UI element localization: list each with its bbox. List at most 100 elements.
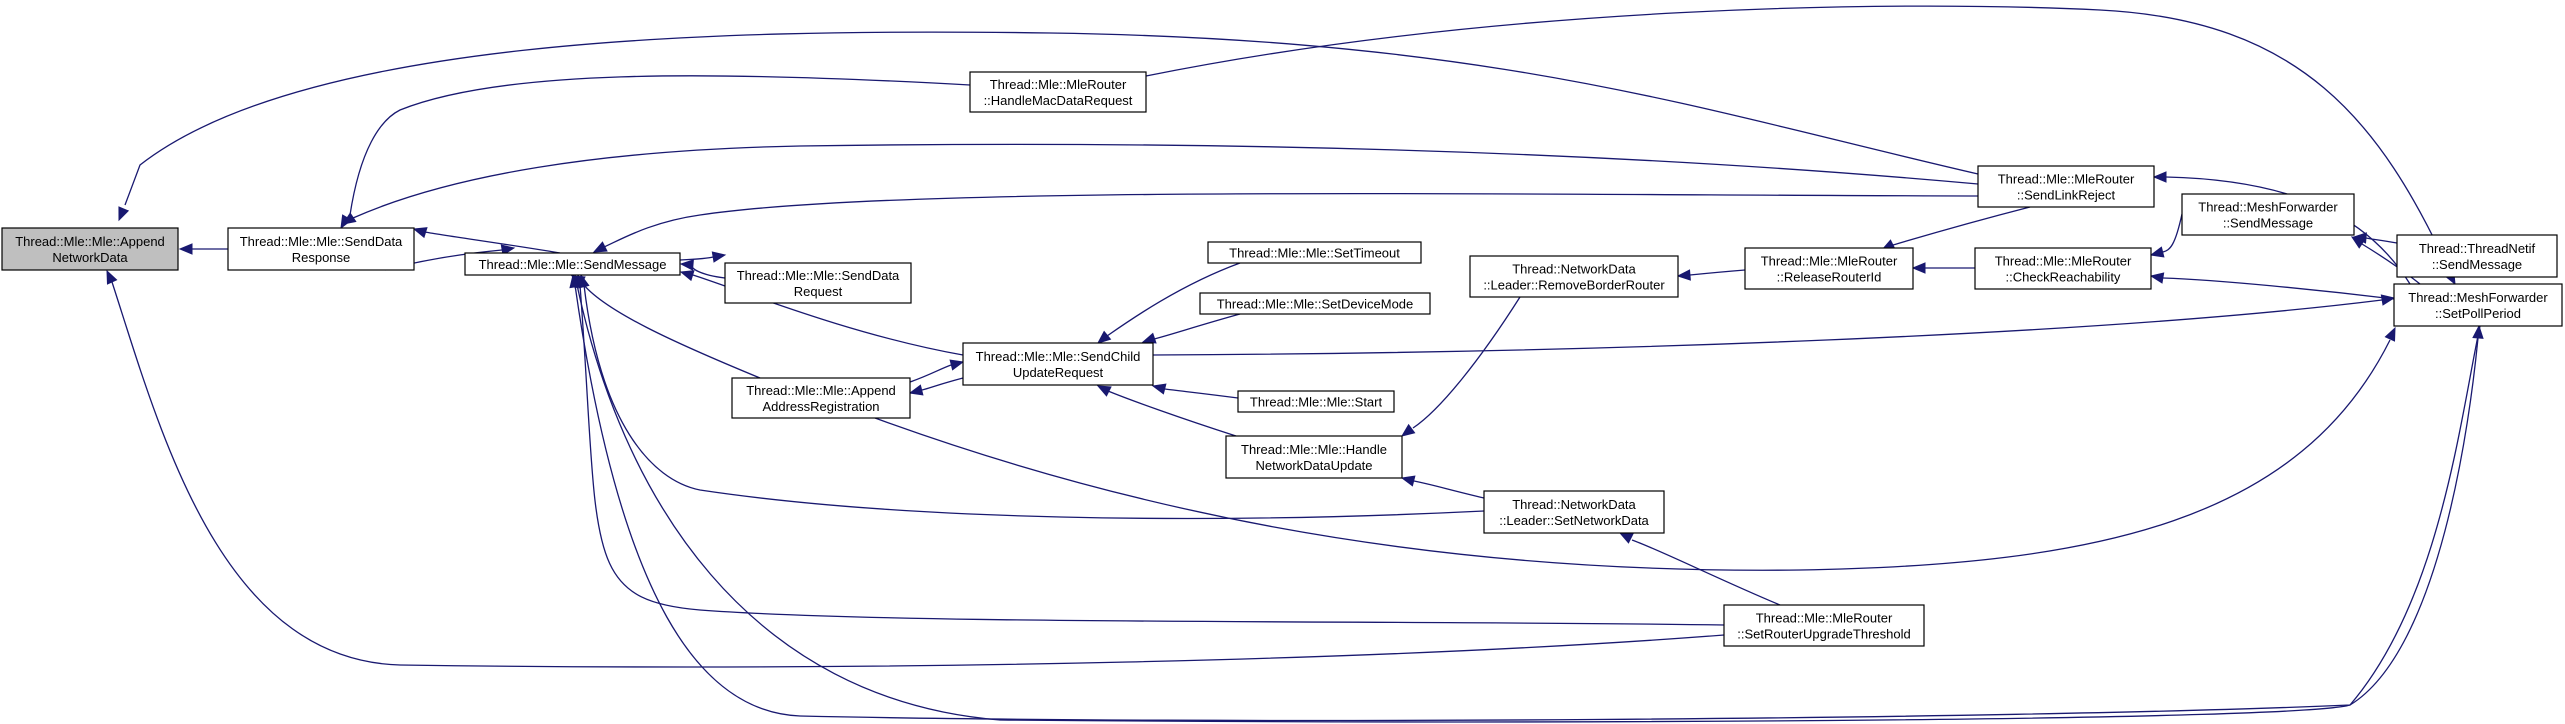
node-label-line: Thread::NetworkData bbox=[1512, 497, 1636, 512]
node-box bbox=[1974, 247, 2152, 290]
node-box bbox=[464, 252, 681, 276]
edge-arrowhead bbox=[2149, 246, 2165, 258]
node-box bbox=[1, 227, 179, 271]
edge-line bbox=[603, 192, 1979, 248]
node-label-line: ::SendLinkReject bbox=[2017, 188, 2116, 203]
node-label-line: Thread::Mle::Mle::Start bbox=[1250, 395, 1383, 410]
node-label-line: Thread::Mle::MleRouter bbox=[1761, 254, 1898, 269]
node-box bbox=[1483, 490, 1665, 534]
node-set-router-upgrade-threshold[interactable]: Thread::Mle::MleRouter::SetRouterUpgrade… bbox=[1723, 604, 1925, 647]
node-box bbox=[2393, 283, 2563, 327]
edge-set-router-upgrade-threshold-to-append-network-data bbox=[106, 269, 1725, 668]
edge-line bbox=[124, 31, 1979, 206]
node-label-line: Request bbox=[794, 284, 843, 299]
node-label-line: ::SetRouterUpgradeThreshold bbox=[1737, 627, 1910, 642]
edge-mf-set-poll-period-to-mf-send-message bbox=[2350, 236, 2421, 285]
node-label-line: Response bbox=[292, 250, 351, 265]
node-label-line: Thread::Mle::Mle::Append bbox=[746, 383, 896, 398]
node-label-line: ::ReleaseRouterId bbox=[1777, 270, 1882, 285]
node-label-line: Thread::ThreadNetif bbox=[2419, 241, 2536, 256]
node-box bbox=[1977, 165, 2155, 208]
node-label-line: NetworkDataUpdate bbox=[1255, 458, 1372, 473]
node-label-line: Thread::Mle::MleRouter bbox=[1995, 254, 2132, 269]
node-label-line: NetworkData bbox=[52, 250, 128, 265]
node-box bbox=[1469, 255, 1679, 298]
edge-send-message-to-send-data-request bbox=[679, 251, 727, 263]
edge-line bbox=[1107, 390, 1237, 437]
edge-handle-mac-data-request-to-send-data-response bbox=[340, 75, 971, 230]
edge-line bbox=[1145, 5, 2451, 273]
edge-send-child-update-request-to-mf-set-poll-period bbox=[1152, 294, 2396, 356]
edge-append-address-registration-to-mf-set-poll-period bbox=[874, 326, 2396, 571]
edge-arrowhead bbox=[106, 269, 118, 285]
edge-send-child-update-request-to-send-message bbox=[679, 270, 964, 356]
edge-line bbox=[909, 364, 952, 383]
edge-arrowhead bbox=[679, 270, 695, 282]
edge-line bbox=[1153, 313, 1241, 340]
node-send-link-reject[interactable]: Thread::Mle::MleRouter::SendLinkReject bbox=[1977, 165, 2155, 208]
node-append-address-registration[interactable]: Thread::Mle::Mle::AppendAddressRegistrat… bbox=[731, 377, 911, 419]
node-label-line: Thread::Mle::MleRouter bbox=[1756, 611, 1893, 626]
edge-send-data-response-to-append-network-data bbox=[178, 243, 228, 255]
node-mf-set-poll-period[interactable]: Thread::MeshForwarder::SetPollPeriod bbox=[2393, 283, 2563, 327]
node-label-line: Thread::Mle::Mle::SendData bbox=[240, 234, 403, 249]
node-set-network-data[interactable]: Thread::NetworkData::Leader::SetNetworkD… bbox=[1483, 490, 1665, 534]
edge-arrowhead bbox=[341, 212, 357, 225]
edge-arrowhead bbox=[2152, 171, 2167, 183]
edge-line bbox=[2162, 213, 2183, 253]
node-label-line: ::SendMessage bbox=[2432, 257, 2522, 272]
edge-line bbox=[352, 143, 1979, 219]
edge-line bbox=[574, 274, 2479, 723]
node-box bbox=[1723, 604, 1925, 647]
node-remove-border-router[interactable]: Thread::NetworkData::Leader::RemoveBorde… bbox=[1469, 255, 1679, 298]
edge-send-message-to-send-data-response bbox=[412, 227, 561, 254]
edge-arrowhead bbox=[178, 243, 193, 255]
node-label-line: Thread::MeshForwarder bbox=[2408, 290, 2548, 305]
edge-set-network-data-to-handle-network-data-update bbox=[1400, 475, 1485, 499]
node-release-router-id[interactable]: Thread::Mle::MleRouter::ReleaseRouterId bbox=[1744, 247, 1914, 290]
node-check-reachability[interactable]: Thread::Mle::MleRouter::CheckReachabilit… bbox=[1974, 247, 2152, 290]
node-box bbox=[962, 342, 1154, 386]
node-label-line: Thread::Mle::Mle::SendMessage bbox=[479, 257, 667, 272]
edge-append-address-registration-to-send-child-update-request bbox=[909, 359, 965, 383]
node-mf-send-message[interactable]: Thread::MeshForwarder::SendMessage bbox=[2181, 193, 2355, 236]
edge-arrowhead bbox=[2350, 236, 2366, 249]
node-box bbox=[227, 227, 415, 271]
node-threadnetif-send-message[interactable]: Thread::ThreadNetif::SendMessage bbox=[2396, 234, 2558, 278]
edge-line bbox=[1631, 539, 1781, 606]
node-box bbox=[724, 262, 912, 304]
node-box bbox=[1207, 241, 1422, 264]
edge-arrowhead bbox=[2149, 272, 2165, 284]
edge-mf-set-poll-period-to-check-reachability bbox=[2149, 272, 2395, 300]
edge-remove-border-router-to-handle-network-data-update bbox=[1400, 296, 1521, 437]
edge-arrowhead bbox=[1096, 385, 1112, 397]
edge-send-link-reject-to-append-network-data bbox=[118, 31, 1979, 222]
edge-line bbox=[1412, 296, 1521, 429]
node-handle-network-data-update[interactable]: Thread::Mle::Mle::HandleNetworkDataUpdat… bbox=[1225, 435, 1403, 479]
node-box bbox=[2181, 193, 2355, 236]
node-start[interactable]: Thread::Mle::Mle::Start bbox=[1237, 390, 1395, 413]
edge-set-router-upgrade-threshold-to-send-message bbox=[574, 273, 1725, 626]
edge-line bbox=[424, 231, 561, 254]
node-set-device-mode[interactable]: Thread::Mle::Mle::SetDeviceMode bbox=[1199, 292, 1431, 315]
edge-arrowhead bbox=[1096, 330, 1112, 344]
node-box bbox=[1225, 435, 1403, 479]
node-label-line: Thread::Mle::Mle::SendChild bbox=[976, 349, 1141, 364]
node-label-line: Thread::Mle::MleRouter bbox=[990, 77, 1127, 92]
edge-line bbox=[1164, 388, 1239, 399]
edge-arrowhead bbox=[1151, 383, 1167, 395]
node-set-timeout[interactable]: Thread::Mle::Mle::SetTimeout bbox=[1207, 241, 1422, 264]
edge-arrowhead bbox=[1618, 532, 1634, 544]
edge-line bbox=[574, 284, 2481, 722]
edge-arrowhead bbox=[592, 241, 608, 253]
node-label-line: ::CheckReachability bbox=[2006, 270, 2121, 285]
node-send-message[interactable]: Thread::Mle::Mle::SendMessage bbox=[464, 252, 681, 276]
node-handle-mac-data-request[interactable]: Thread::Mle::MleRouter::HandleMacDataReq… bbox=[969, 71, 1147, 113]
edge-line bbox=[679, 256, 714, 261]
edge-line bbox=[111, 281, 1725, 668]
edge-arrowhead bbox=[949, 359, 965, 371]
